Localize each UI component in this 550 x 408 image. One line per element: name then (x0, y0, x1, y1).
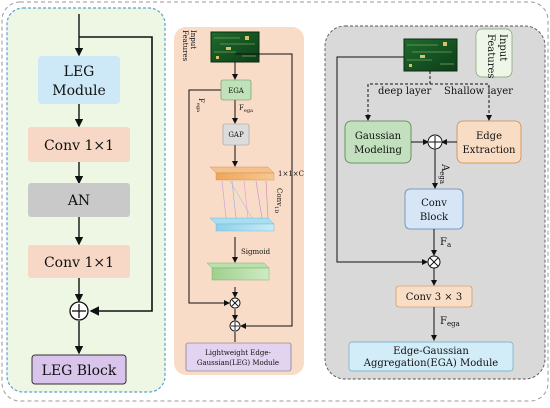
pcb-input-image-middle (210, 31, 260, 63)
gaussian-modeling-box (344, 120, 412, 164)
input-skip-line (235, 53, 293, 329)
skip-connection (79, 36, 153, 316)
dims-label: 1×1×C (278, 170, 304, 178)
multiply-node-x2 (231, 299, 239, 307)
gaussian-label-1: Gaussian (355, 131, 402, 142)
shallow-layer-branch (430, 83, 492, 121)
pcb-input-image-right (403, 38, 458, 72)
leg-block-panel: LEG Module Conv 1×1 AN Conv 1×1 LEG Bloc… (6, 7, 166, 393)
blue-slab-top (209, 217, 275, 225)
conv-block-label-2: Block (420, 212, 449, 223)
leg-module-panel: Input Features EGA Fega Fega GAP 1×1×C (174, 27, 304, 375)
ega-box (220, 79, 252, 101)
blue-slab (215, 223, 275, 232)
edge-label-2: Extraction (463, 145, 517, 156)
middle-input-label-2: Features (181, 30, 189, 62)
ega-skip-line (188, 89, 230, 306)
outer-frame (1, 1, 549, 402)
edge-extraction-box (456, 120, 522, 164)
ega-multiply-node-x2 (429, 257, 439, 267)
f-ega-right-label: Fega (440, 316, 460, 328)
conv-bottom-label: Conv 1×1 (44, 255, 114, 271)
sigmoid-label: Sigmoid (241, 248, 271, 256)
conv-block-box (404, 188, 464, 230)
ega-caption-1: Edge-Gaussian (393, 346, 469, 357)
conv-block-label-1: Conv (421, 198, 447, 209)
ega-module-panel: Input Features deep layer Shallow layer … (324, 25, 546, 380)
an-label: AN (67, 193, 90, 209)
ega-caption-2: Aggregation(EGA) Module (363, 358, 499, 369)
leg-block-output-box (31, 354, 127, 385)
middle-input-label-1: Input (189, 30, 197, 49)
a-ega-label: Aega (438, 163, 450, 184)
leg-module-panel-bg (174, 27, 304, 375)
orange-slab (215, 172, 275, 181)
green-slab-top (206, 262, 270, 269)
deep-layer-label: deep layer (378, 86, 432, 97)
f-a-label: Fa (440, 237, 451, 249)
f-ega-label: Fega (239, 104, 253, 114)
right-input-label-1: Input (497, 34, 508, 61)
leg-caption-1: Lightweight Edge- (205, 349, 271, 357)
gap-label: GAP (228, 131, 244, 139)
gaussian-label-2: Modeling (354, 145, 402, 156)
ega-input-skip (336, 56, 428, 265)
gap-box (222, 123, 250, 146)
green-slab (211, 267, 270, 281)
conv-bottom-box (28, 245, 130, 278)
conv3x3-label: Conv 3 × 3 (406, 292, 462, 303)
orange-slab-top (209, 166, 275, 174)
conv-top-label: Conv 1×1 (44, 138, 114, 154)
right-input-label-box (475, 28, 513, 78)
conv1d-label: Conv1D (273, 188, 283, 213)
an-box (28, 183, 130, 217)
edge-label-1: Edge (476, 131, 502, 142)
ega-module-caption-box (348, 341, 514, 372)
right-input-label-2: Features (485, 34, 496, 79)
leg-module-label-1: LEG (64, 64, 95, 80)
leg-module-box (38, 56, 120, 104)
leg-caption-2: Gaussian(LEG) Module (197, 359, 279, 367)
leg-module-caption-box (185, 342, 292, 372)
shallow-layer-label: Shallow layer (444, 86, 513, 97)
leg-module-label-2: Module (52, 83, 106, 99)
deep-layer-branch (365, 71, 431, 121)
ega-label: EGA (228, 87, 245, 95)
f-ega-side-label: Fega (195, 98, 205, 112)
leg-block-label: LEG Block (42, 363, 117, 379)
conv-top-box (28, 127, 130, 162)
